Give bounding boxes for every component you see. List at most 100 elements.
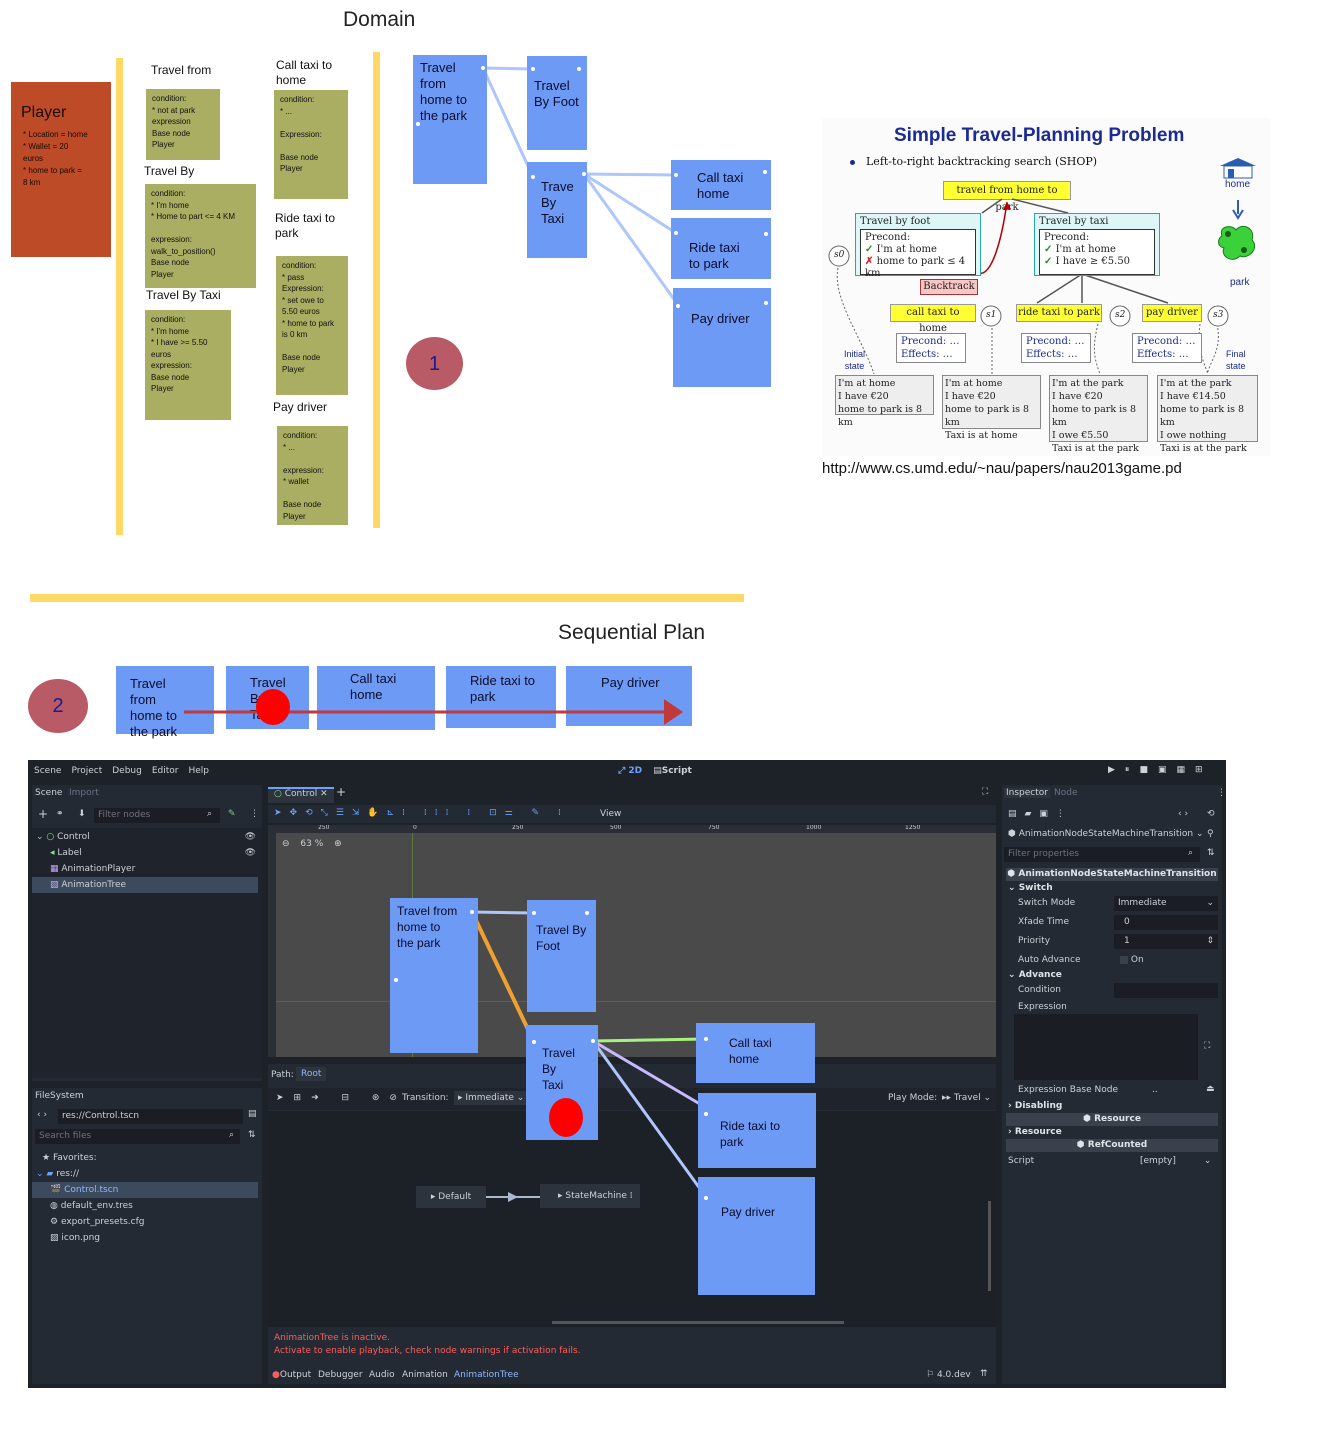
section-disabling[interactable]: › Disabling bbox=[1008, 1101, 1063, 1111]
mode-2d-button[interactable]: ⤢ 2D bbox=[618, 766, 643, 776]
section-resource[interactable]: › Resource bbox=[1008, 1127, 1062, 1137]
tree-item-control[interactable]: ⌄ ○ Control👁 bbox=[32, 829, 262, 845]
path-root-button[interactable]: Root bbox=[296, 1067, 327, 1081]
visibility-icon[interactable]: 👁 bbox=[244, 848, 256, 858]
expand-icon[interactable]: ⛶ bbox=[1204, 1041, 1211, 1051]
history-nav-icon[interactable]: ‹ › bbox=[1178, 809, 1189, 819]
inspector-toolbar[interactable]: ▤▰▣⋮ bbox=[1008, 809, 1073, 819]
tab-filesystem[interactable]: FileSystem bbox=[35, 1091, 84, 1101]
graph-node-travel-taxi[interactable]: Trave By Taxi bbox=[527, 162, 587, 258]
tree-item-animationtree[interactable]: ▧ AnimationTree bbox=[32, 877, 258, 893]
canvas-tools[interactable]: ➤✥⟲⤡☰⇲✋⊾⁞ ⁞⁞⁞ ⁞ ⊡⚌ ✎ ⁞ bbox=[274, 808, 569, 818]
graph-node-travel-foot[interactable]: Travel By Foot bbox=[527, 56, 587, 150]
sm-node-statemachine[interactable]: ▸ StateMachine ⁞ bbox=[540, 1184, 640, 1208]
zoom-level[interactable]: 63 % bbox=[300, 839, 324, 849]
pin-icon[interactable]: ⇈ bbox=[980, 1369, 988, 1379]
menu-dots-icon[interactable]: ⋮ bbox=[1217, 788, 1226, 798]
script-icon[interactable]: ✎ bbox=[228, 809, 236, 819]
fs-item-icon-png[interactable]: ▨ icon.png bbox=[50, 1233, 101, 1243]
stop-icon[interactable]: ■ bbox=[1139, 765, 1158, 775]
tree-item-label[interactable]: ◂ Label👁 bbox=[32, 845, 262, 861]
h-scrollbar[interactable] bbox=[552, 1321, 844, 1324]
prop-condition-value[interactable] bbox=[1114, 983, 1218, 998]
tab-scene[interactable]: Scene bbox=[35, 788, 63, 798]
menu-editor[interactable]: Editor bbox=[151, 766, 179, 776]
prop-switch-mode-value[interactable]: Immediate⌄ bbox=[1114, 896, 1218, 911]
fs-item-control-tscn[interactable]: 🎬 Control.tscn bbox=[32, 1182, 258, 1198]
prop-script-value[interactable]: [empty]⌄ bbox=[1140, 1156, 1212, 1166]
instance-icon[interactable]: ⬇ bbox=[78, 809, 86, 819]
add-scene-tab-icon[interactable]: + bbox=[336, 785, 347, 799]
prop-xfade-time-value[interactable]: 0 bbox=[1114, 915, 1218, 930]
tab-node[interactable]: Node bbox=[1054, 788, 1078, 798]
menu-project[interactable]: Project bbox=[71, 766, 103, 776]
graph-node-travel-from[interactable]: Travel from home to the park bbox=[413, 55, 487, 184]
tab-debugger[interactable]: Debugger bbox=[318, 1370, 363, 1380]
filter-properties-input[interactable]: Filter properties bbox=[1004, 847, 1200, 862]
tab-import[interactable]: Import bbox=[69, 788, 99, 798]
sort-icon[interactable]: ⇅ bbox=[248, 1130, 256, 1140]
graph-node-call-taxi[interactable]: Call taxi home bbox=[671, 160, 771, 210]
filter-nodes-input[interactable]: Filter nodes bbox=[94, 808, 220, 823]
zoom-out-icon[interactable]: ⊖ bbox=[282, 839, 290, 849]
nav-back-forward-icon[interactable]: ‹ › bbox=[37, 1110, 48, 1120]
menu-scene[interactable]: Scene bbox=[34, 766, 62, 776]
visibility-icon[interactable]: 👁 bbox=[244, 832, 256, 842]
canvas-viewport[interactable]: 250 0 250 500 750 1000 1250 ⊖ 63 % ⊕ bbox=[268, 825, 996, 1057]
fs-res-root[interactable]: ⌄ ▰ res:// bbox=[36, 1169, 80, 1179]
fullscreen-icon[interactable]: ⛶ bbox=[982, 787, 989, 797]
add-node-icon[interactable]: + bbox=[38, 807, 49, 821]
sort-icon[interactable]: ⇅ bbox=[1207, 848, 1215, 858]
tab-audio[interactable]: Audio bbox=[369, 1370, 395, 1380]
menu-dots-icon[interactable]: ⋮ bbox=[250, 809, 259, 819]
settings-icon[interactable]: ⊞ bbox=[1194, 765, 1213, 775]
menu-help[interactable]: Help bbox=[188, 766, 210, 776]
fs-path-field[interactable]: res://Control.tscn bbox=[58, 1109, 243, 1124]
fs-item-default-env[interactable]: ◍ default_env.tres bbox=[50, 1201, 133, 1211]
scene-tab-control[interactable]: ○ Control ✕ bbox=[268, 787, 334, 803]
remote-icon[interactable]: ▣ bbox=[1157, 765, 1177, 775]
paper-url[interactable]: http://www.cs.umd.edu/~nau/papers/nau201… bbox=[822, 460, 1182, 477]
sm-tools[interactable]: ➤⊞➜ ⊟ ⊛⊘ bbox=[276, 1093, 407, 1103]
fs-item-export-presets[interactable]: ⚙ export_presets.cfg bbox=[50, 1217, 145, 1227]
transition-dropdown[interactable]: ▸ Immediate ⌄ bbox=[454, 1091, 529, 1105]
fs-favorites[interactable]: ★ Favorites: bbox=[42, 1153, 97, 1163]
state-node-pay-driver[interactable]: Pay driver bbox=[698, 1177, 815, 1295]
movie-icon[interactable]: ▦ bbox=[1176, 765, 1195, 775]
close-icon[interactable]: ✕ bbox=[320, 789, 328, 799]
prop-priority-value[interactable]: 1⇕ bbox=[1114, 934, 1218, 949]
v-scrollbar[interactable] bbox=[988, 1201, 991, 1291]
tab-output[interactable]: ●Output bbox=[272, 1370, 312, 1380]
tab-animationtree[interactable]: AnimationTree bbox=[454, 1370, 519, 1380]
sm-graph[interactable]: ▸ Default ▸ StateMachine ⁞ bbox=[268, 1111, 996, 1327]
tab-animation[interactable]: Animation bbox=[402, 1370, 448, 1380]
graph-node-pay-driver[interactable]: Pay driver bbox=[673, 288, 771, 387]
expression-editor[interactable] bbox=[1014, 1014, 1198, 1080]
mode-script-button[interactable]: ▤Script bbox=[653, 766, 692, 776]
search-files-input[interactable]: Search files bbox=[35, 1129, 240, 1144]
sm-node-default[interactable]: ▸ Default bbox=[416, 1186, 486, 1208]
resource-selector[interactable]: ⬢ AnimationNodeStateMachineTransition ⌄ bbox=[1008, 829, 1204, 839]
prop-auto-advance-checkbox[interactable]: On bbox=[1120, 955, 1144, 965]
assign-node-icon[interactable]: ⏏ bbox=[1206, 1084, 1215, 1094]
play-icon[interactable]: ▶ bbox=[1108, 765, 1125, 775]
object-icon[interactable]: ⚲ bbox=[1207, 829, 1214, 839]
tree-item-animationplayer[interactable]: ▦ AnimationPlayer bbox=[50, 864, 136, 874]
pause-icon[interactable]: ⏸ bbox=[1124, 765, 1140, 775]
split-view-icon[interactable]: ▤ bbox=[248, 1109, 257, 1119]
menu-debug[interactable]: Debug bbox=[112, 766, 142, 776]
section-switch[interactable]: ⌄ Switch bbox=[1008, 883, 1053, 893]
history-icon[interactable]: ⟲ bbox=[1207, 809, 1215, 819]
graph-node-ride-taxi[interactable]: Ride taxi to park bbox=[671, 218, 771, 279]
link-icon[interactable]: ⚭ bbox=[56, 809, 64, 819]
play-mode-dropdown[interactable]: ▸▸ Travel ⌄ bbox=[942, 1093, 992, 1103]
tab-inspector[interactable]: Inspector bbox=[1004, 788, 1050, 798]
section-advance[interactable]: ⌄ Advance bbox=[1008, 970, 1062, 980]
view-menu[interactable]: View bbox=[600, 809, 622, 819]
zoom-in-icon[interactable]: ⊕ bbox=[334, 839, 342, 849]
prop-expr-base-value[interactable]: .. bbox=[1152, 1085, 1158, 1095]
